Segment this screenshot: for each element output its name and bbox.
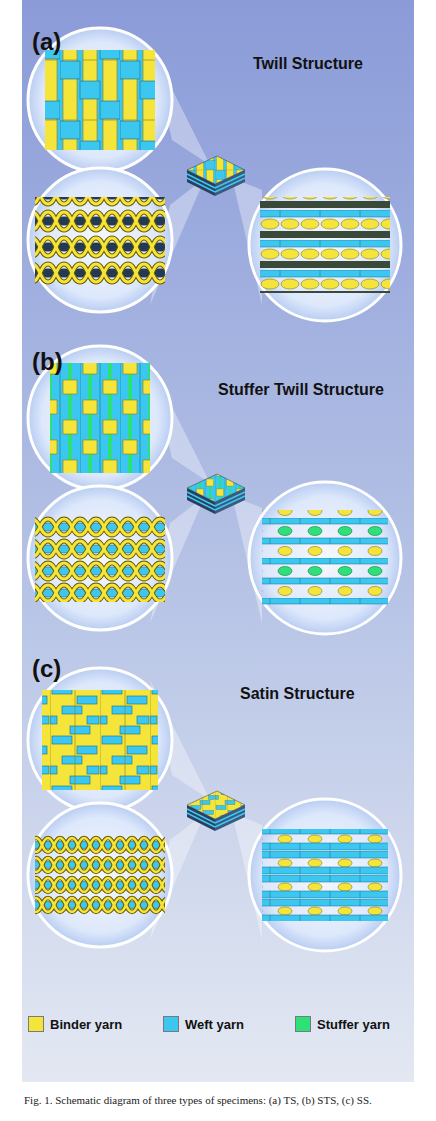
- legend-text: Stuffer yarn: [317, 1017, 390, 1032]
- legend-swatch: [295, 1016, 311, 1032]
- legend-swatch: [163, 1016, 179, 1032]
- weft-section: [260, 197, 390, 293]
- zoom-circle: [28, 28, 401, 321]
- satin-panel: [28, 668, 401, 951]
- zoom-circle: [28, 346, 401, 634]
- top-view: [42, 690, 158, 790]
- stuffer-twill-panel: [28, 346, 401, 634]
- legend-entry: Binder yarn: [28, 1016, 122, 1032]
- panel-background: [22, 0, 414, 1082]
- zoom-circle: [28, 668, 401, 951]
- legend-entry: Weft yarn: [163, 1016, 244, 1032]
- legend-entry: Stuffer yarn: [295, 1016, 390, 1032]
- warp-section: [35, 197, 165, 285]
- panel-letter: (b): [32, 348, 63, 376]
- legend-text: Binder yarn: [50, 1017, 122, 1032]
- specimen-block: [187, 474, 245, 514]
- panel-letter: (c): [32, 655, 61, 683]
- legend-text: Weft yarn: [185, 1017, 244, 1032]
- warp-section: [35, 516, 165, 602]
- panel-title: Twill Structure: [253, 55, 363, 73]
- panel-title: Satin Structure: [240, 685, 355, 703]
- top-view: [45, 50, 155, 150]
- specimen-block: [187, 156, 245, 196]
- specimen-block: [187, 791, 245, 831]
- weft-section: [262, 829, 388, 921]
- panel-letter: (a): [32, 28, 61, 56]
- twill-panel: [28, 28, 401, 321]
- top-view: [50, 363, 150, 473]
- panel-title: Stuffer Twill Structure: [218, 381, 384, 399]
- figure-caption: Fig. 1. Schematic diagram of three types…: [24, 1094, 434, 1106]
- legend-swatch: [28, 1016, 44, 1032]
- weft-section: [262, 510, 388, 606]
- warp-section: [35, 835, 165, 915]
